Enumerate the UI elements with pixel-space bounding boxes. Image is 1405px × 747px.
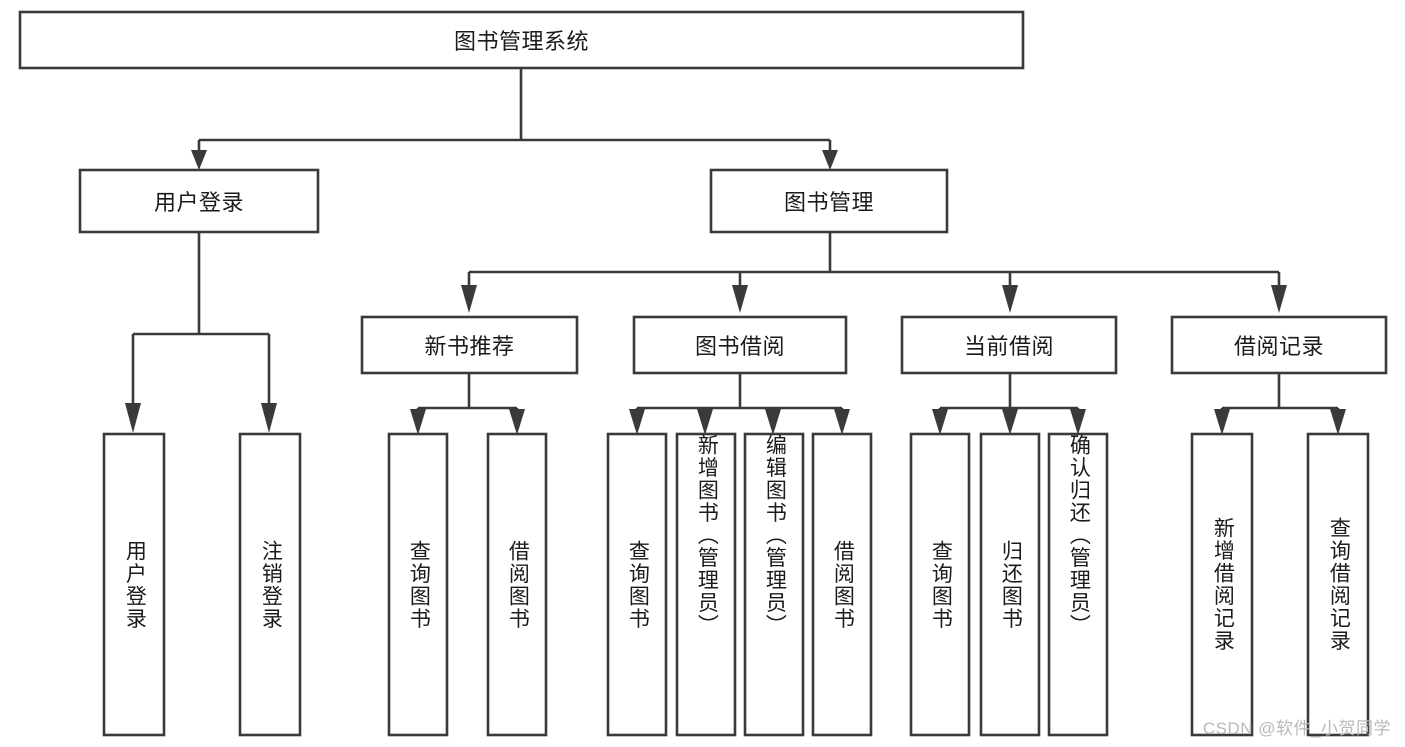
node-box-leaf-edit-book[interactable] — [743, 432, 805, 737]
arrow-head-leaf-borrow-book-2 — [834, 409, 850, 435]
arrow-head-leaf-add-record — [1214, 409, 1230, 435]
node-box-root[interactable] — [18, 10, 1025, 70]
arrow-head-user-login — [191, 150, 207, 170]
arrow-head-leaf-query-book-2 — [629, 409, 645, 435]
node-box-book-manage[interactable] — [709, 168, 949, 234]
node-box-leaf-query-record[interactable] — [1306, 432, 1370, 737]
arrow-head-leaf-return-book — [1002, 409, 1018, 435]
arrow-head-book-borrow — [732, 285, 748, 313]
node-box-current-borrow[interactable] — [900, 315, 1118, 375]
arrow-head-borrow-record — [1271, 285, 1287, 313]
node-box-new-book-rec[interactable] — [360, 315, 579, 375]
node-box-leaf-borrow-book-1[interactable] — [486, 432, 548, 737]
node-box-leaf-query-book-2[interactable] — [606, 432, 668, 737]
edge-root-to-level2 — [191, 68, 838, 170]
node-box-leaf-add-book[interactable] — [675, 432, 737, 737]
arrow-head-leaf-query-book-3 — [932, 409, 948, 435]
arrow-head-new-book-rec — [461, 285, 477, 313]
edge-bookmanage-to-level3 — [461, 232, 1287, 313]
node-box-leaf-confirm-return[interactable] — [1047, 432, 1109, 737]
arrow-head-leaf-user-login — [125, 403, 141, 433]
node-box-leaf-logout[interactable] — [238, 432, 302, 737]
node-box-leaf-borrow-book-2[interactable] — [811, 432, 873, 737]
node-box-leaf-query-book-3[interactable] — [909, 432, 971, 737]
edge-bookborrow-to-leaves — [629, 373, 850, 435]
edge-borrowrecord-to-leaves — [1214, 373, 1346, 435]
node-box-user-login[interactable] — [78, 168, 320, 234]
edge-newbookrec-to-leaves — [410, 373, 525, 435]
arrow-head-leaf-logout — [261, 403, 277, 433]
arrow-head-book-manage — [822, 150, 838, 170]
edge-currentborrow-to-leaves — [932, 373, 1086, 435]
arrow-head-leaf-edit-book — [765, 409, 781, 435]
arrow-head-current-borrow — [1002, 285, 1018, 313]
arrow-head-leaf-add-book — [697, 409, 713, 435]
node-box-book-borrow[interactable] — [632, 315, 848, 375]
edge-userlogin-to-leaves — [125, 232, 277, 433]
node-box-leaf-query-book-1[interactable] — [387, 432, 449, 737]
node-box-borrow-record[interactable] — [1170, 315, 1388, 375]
arrow-head-leaf-borrow-book-1 — [509, 409, 525, 435]
node-box-leaf-add-record[interactable] — [1190, 432, 1254, 737]
node-box-leaf-return-book[interactable] — [979, 432, 1041, 737]
arrow-head-leaf-query-record — [1330, 409, 1346, 435]
node-box-leaf-user-login[interactable] — [102, 432, 166, 737]
arrow-head-leaf-confirm-return — [1070, 409, 1086, 435]
arrow-head-leaf-query-book-1 — [410, 409, 426, 435]
